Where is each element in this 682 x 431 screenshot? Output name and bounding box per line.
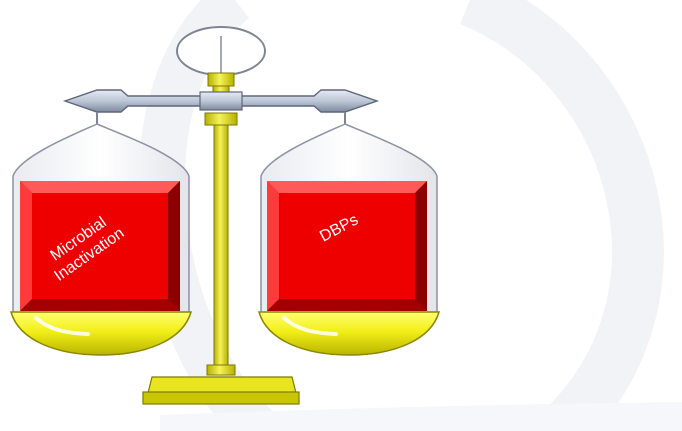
scale-base	[143, 377, 299, 404]
scale-beam	[65, 90, 377, 112]
dbps-box: DBPs	[267, 181, 427, 311]
microbial-inactivation-box: Microbial Inactivation	[20, 181, 180, 311]
